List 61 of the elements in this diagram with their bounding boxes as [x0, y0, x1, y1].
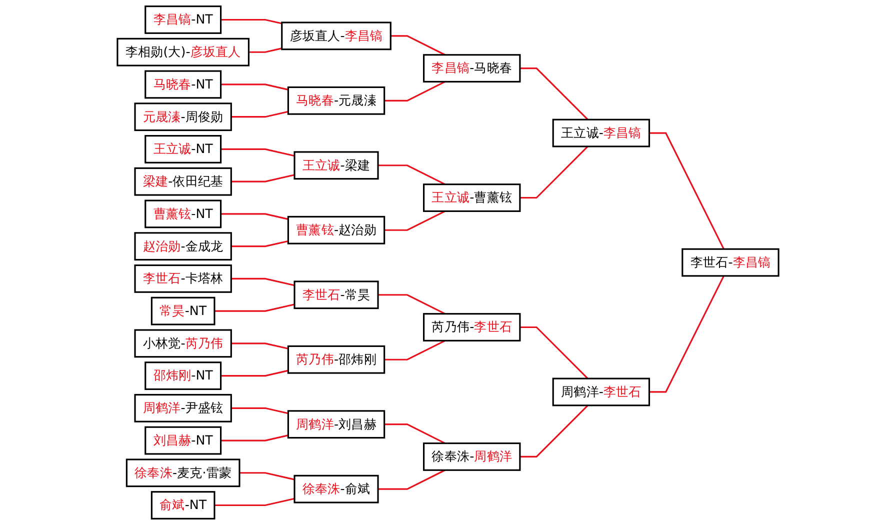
node-box: 周鹤洋-刘昌赫: [287, 410, 386, 439]
node-box: 李相勋(大)-彦坂直人: [116, 38, 250, 66]
connector: [378, 469, 446, 490]
node-box: 徐奉洙-周鹤洋: [423, 442, 521, 471]
node-box: 王立诚-曹薰铉: [423, 184, 521, 212]
connector: [248, 48, 282, 53]
node-box: 元晟溱-周俊勋: [134, 102, 232, 132]
connector: [214, 304, 295, 312]
connector: [231, 240, 288, 248]
connector: [390, 35, 446, 56]
node-box: 芮乃伟-李世石: [423, 313, 521, 342]
node-box: 曹薰铉-NT: [144, 200, 222, 228]
node-box: 刘昌赫-NT: [144, 426, 222, 455]
node-box: 王立诚-李昌镐: [552, 118, 650, 148]
connector: [214, 498, 295, 506]
node-box: 彦坂直人-李昌镐: [281, 22, 392, 50]
node-box: 李昌镐-NT: [144, 6, 222, 34]
node-box: 赵治勋-金成龙: [134, 232, 232, 261]
node-box: 李世石-卡塔林: [134, 264, 232, 293]
node-box: 王立诚-NT: [144, 135, 222, 164]
connector: [649, 132, 724, 250]
connector: [378, 294, 446, 315]
node-box: 邵炜刚-NT: [144, 362, 222, 390]
connector: [520, 404, 588, 458]
connector: [520, 68, 588, 120]
connector: [384, 424, 446, 444]
node-box: 李世石-李昌镐: [682, 248, 780, 277]
node-box: 马晓春-NT: [144, 70, 222, 99]
node-box: 徐奉洙-麦克·雷蒙: [126, 458, 240, 488]
node-box: 梁建-依田纪基: [134, 167, 232, 196]
node-box: 马晓春-元晟溱: [287, 86, 386, 115]
node-box: 俞斌-NT: [150, 491, 216, 520]
connector: [231, 110, 288, 118]
node-box: 小林觉-芮乃伟: [134, 329, 232, 358]
connector: [220, 84, 288, 90]
connector: [384, 81, 446, 102]
connector: [231, 407, 288, 414]
node-box: 曹薰铉-赵治勋: [287, 216, 386, 244]
node-box: 芮乃伟-邵炜刚: [287, 345, 386, 374]
connector: [220, 370, 288, 377]
connector: [220, 18, 282, 24]
node-box: 周鹤洋-李世石: [552, 378, 650, 406]
connector: [231, 174, 295, 182]
connector: [384, 210, 446, 231]
node-box: 周鹤洋-尹盛铉: [134, 394, 232, 422]
node-box: 王立诚-梁建: [294, 151, 379, 180]
connector: [378, 164, 446, 186]
connector: [231, 342, 288, 350]
connector: [520, 326, 588, 380]
node-box: 李世石-常昊: [294, 280, 379, 310]
connector: [649, 276, 724, 393]
connector: [520, 146, 588, 199]
node-box: 徐奉洙-俞斌: [294, 474, 379, 504]
connector: [239, 472, 295, 480]
connector: [384, 340, 446, 360]
node-box: 李昌镐-马晓春: [423, 54, 521, 82]
node-box: 常昊-NT: [150, 296, 216, 326]
connector: [220, 213, 288, 220]
connector: [220, 148, 295, 157]
connector: [231, 278, 295, 286]
connector: [220, 434, 288, 442]
